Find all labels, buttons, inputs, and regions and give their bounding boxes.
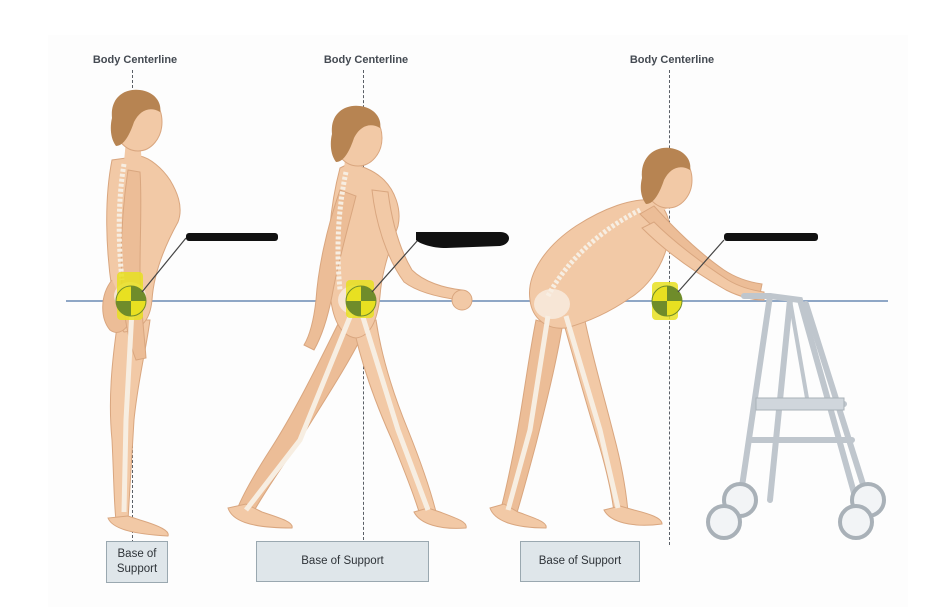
base-of-support-box-2: Base of Support (256, 541, 429, 582)
base-of-support-box-3: Base of Support (520, 541, 640, 582)
centerline-label-1: Body Centerline (92, 54, 178, 66)
walker-wheels (706, 482, 886, 540)
walking-figure (227, 105, 509, 529)
walker-figure (489, 147, 886, 540)
base-of-support-box-1: Base of Support (106, 541, 168, 583)
center-of-gravity-horizontal-line (66, 300, 888, 302)
standing-figure (102, 89, 278, 537)
centerline-label-2: Body Centerline (323, 54, 409, 66)
center-of-gravity-icon (651, 285, 683, 317)
base-of-support-label-3: Base of Support (538, 555, 622, 568)
center-of-gravity-icon (115, 285, 147, 317)
base-of-support-label-2: Base of Support (301, 555, 384, 568)
centerline-label-3: Body Centerline (629, 54, 715, 66)
center-of-gravity-icon (345, 285, 377, 317)
base-of-support-label-1: Base of Support (116, 548, 158, 575)
